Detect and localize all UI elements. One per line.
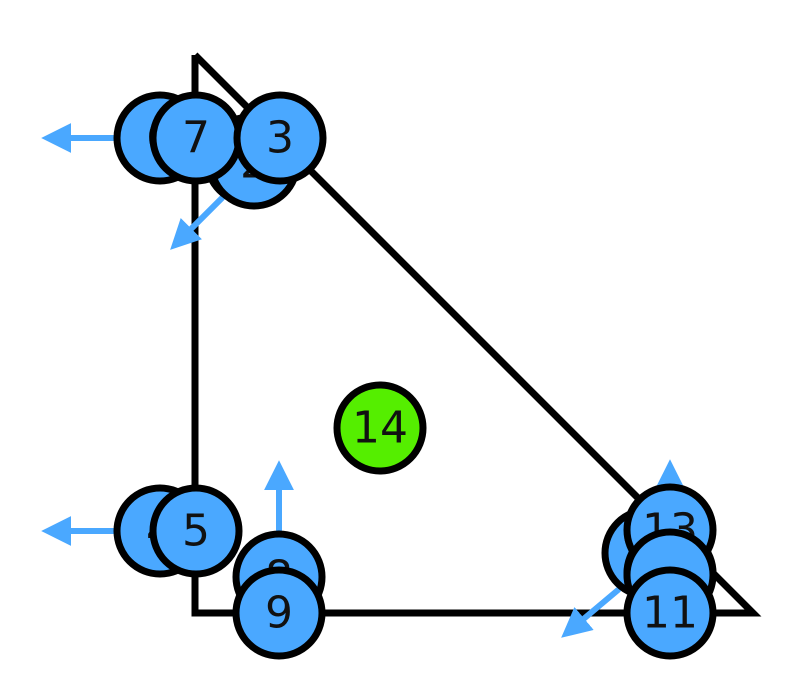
node-7-label: 7: [182, 113, 210, 164]
node-11[interactable]: 11: [623, 566, 717, 660]
node-9[interactable]: 9: [232, 566, 326, 660]
node-5-label: 5: [182, 506, 210, 557]
node-3[interactable]: 3: [233, 91, 327, 185]
arrow-node-2: [170, 195, 225, 250]
center-node-label: 14: [352, 403, 408, 454]
arrows-layer: [41, 123, 685, 638]
node-11-label: 11: [642, 588, 698, 639]
nodes-layer: 4 5 6 1 2 7 3: [113, 91, 717, 660]
arrow-node-12: [561, 587, 621, 638]
node-7[interactable]: 7: [149, 91, 243, 185]
node-5[interactable]: 5: [149, 484, 243, 578]
node-3-label: 3: [266, 113, 294, 164]
triangle-outline: [191, 52, 762, 617]
center-node[interactable]: 14: [333, 381, 427, 475]
node-9-label: 9: [265, 588, 293, 639]
